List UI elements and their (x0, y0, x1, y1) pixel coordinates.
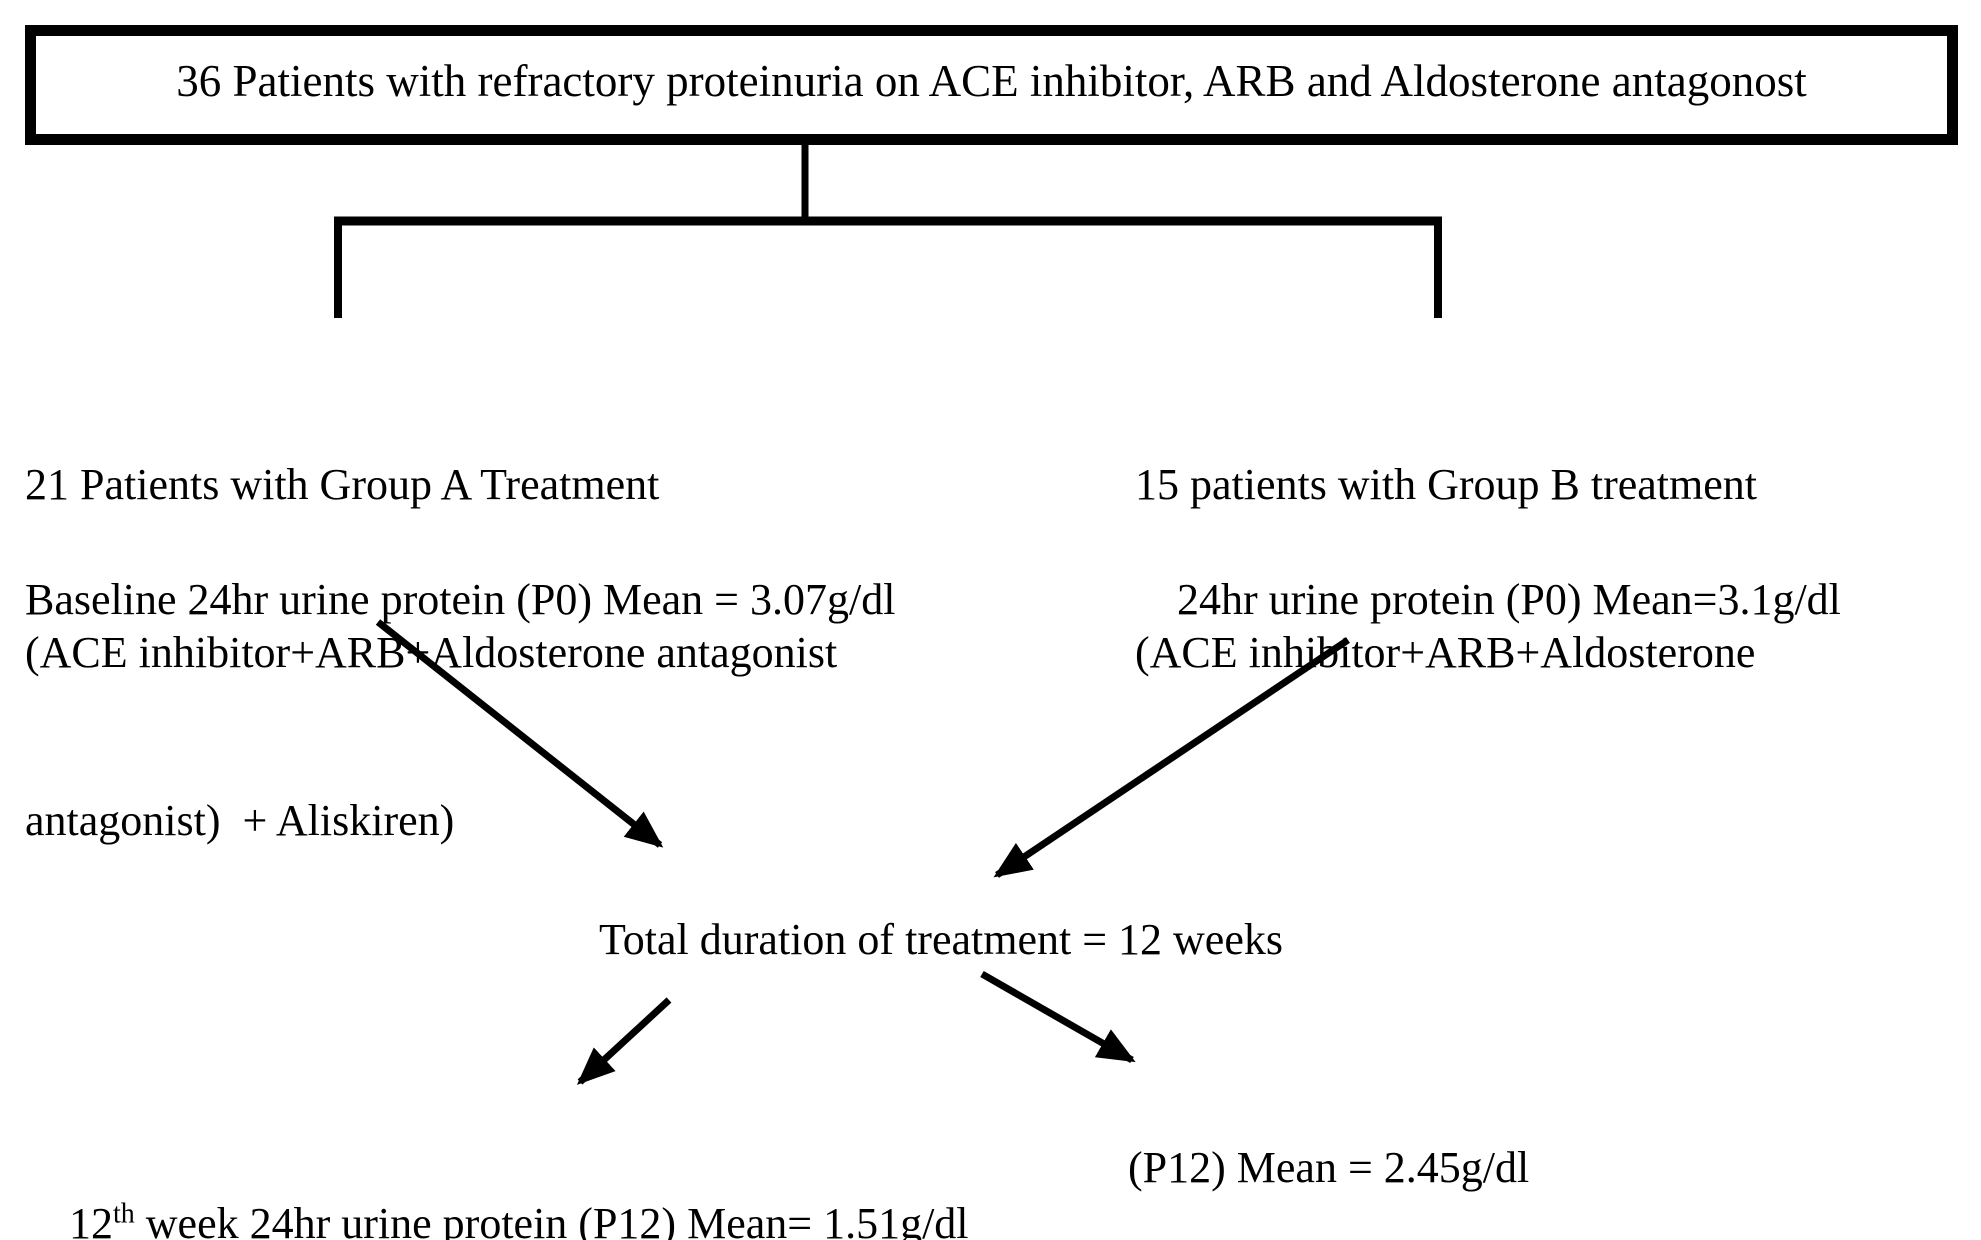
group-a-line1: 21 Patients with Group A Treatment (25, 460, 660, 509)
group-a-block: 21 Patients with Group A Treatment (ACE … (25, 345, 837, 961)
baseline-group-b: 24hr urine protein (P0) Mean=3.1g/dl (1177, 575, 1841, 624)
outcome-a-number: 12 (69, 1199, 113, 1240)
outcome-group-b: (P12) Mean = 2.45g/dl (1128, 1143, 1530, 1192)
duration-text: Total duration of treatment = 12 weeks (599, 915, 1283, 964)
enrollment-text: 36 Patients with refractory proteinuria … (176, 55, 1807, 106)
group-b-line1: 15 patients with Group B treatment (1135, 460, 1757, 509)
arrow-duration-to-outcomeB-icon (980, 970, 1136, 1064)
arrow-duration-to-outcomeA-icon (576, 997, 672, 1085)
outcome-group-a: 12th week 24hr urine protein (P12) Mean=… (25, 1140, 969, 1240)
group-b-line2: (ACE inhibitor+ARB+Aldosterone (1135, 628, 1756, 677)
baseline-group-a: Baseline 24hr urine protein (P0) Mean = … (25, 575, 896, 624)
outcome-a-ordinal: th (113, 1198, 135, 1230)
outcome-a-rest: week 24hr urine protein (P12) Mean= 1.51… (134, 1199, 969, 1240)
group-a-line2: (ACE inhibitor+ARB+Aldosterone antagonis… (25, 628, 838, 677)
enrollment-box: 36 Patients with refractory proteinuria … (25, 25, 1958, 145)
group-a-line3: antagonist) + Aliskiren) (25, 796, 455, 845)
group-b-block: 15 patients with Group B treatment (ACE … (1135, 345, 1757, 793)
